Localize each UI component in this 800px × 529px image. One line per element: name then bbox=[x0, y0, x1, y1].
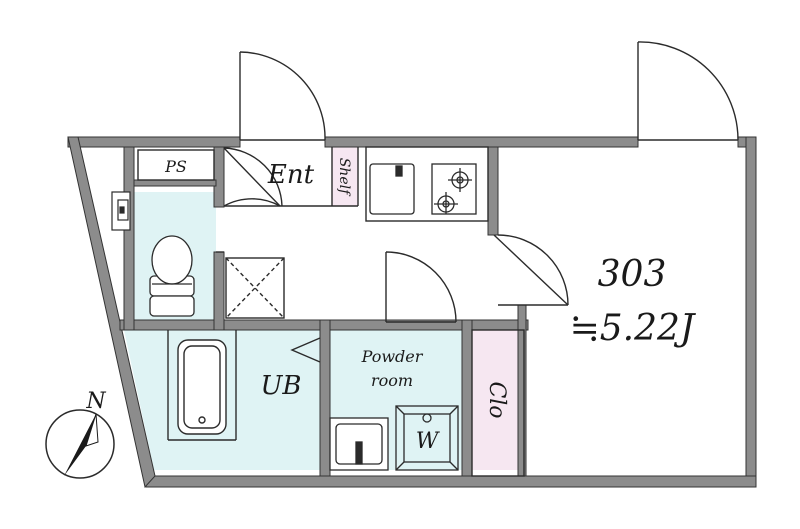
shelf-label: Shelf bbox=[336, 158, 352, 197]
north-label: N bbox=[85, 389, 106, 414]
closet-label: Clo bbox=[484, 381, 509, 418]
bathtub-icon bbox=[177, 339, 227, 435]
toilet-door-icon bbox=[216, 147, 283, 253]
powder-room-label-2: room bbox=[371, 371, 413, 390]
entrance-label: Ent bbox=[267, 160, 315, 190]
interior-lines bbox=[137, 146, 525, 477]
washer-icon bbox=[395, 405, 459, 471]
shelf-fill bbox=[332, 146, 358, 206]
closet-fill bbox=[472, 330, 524, 470]
hand-sink-icon bbox=[111, 191, 131, 231]
entrance-door-icon bbox=[239, 51, 326, 141]
room-door-icon bbox=[493, 234, 569, 306]
walls bbox=[67, 136, 757, 489]
stove-icon bbox=[431, 163, 477, 215]
vanity-sink-icon bbox=[329, 417, 389, 471]
powder-door-icon bbox=[385, 251, 457, 323]
powder-room-label-1: Powder bbox=[361, 347, 424, 366]
room-area: ≒5.22J bbox=[570, 308, 697, 349]
kitchen-sink-icon bbox=[369, 163, 415, 215]
ps-label: PS bbox=[164, 157, 187, 176]
washer-label: W bbox=[416, 429, 441, 454]
compass-icon bbox=[45, 409, 115, 479]
toilet-icon bbox=[149, 235, 195, 317]
balcony-door-icon bbox=[637, 41, 739, 141]
room-number: 303 bbox=[598, 254, 667, 295]
doors bbox=[216, 41, 739, 363]
bath-door-icon bbox=[290, 337, 321, 363]
unit-bath-label: UB bbox=[260, 371, 301, 401]
